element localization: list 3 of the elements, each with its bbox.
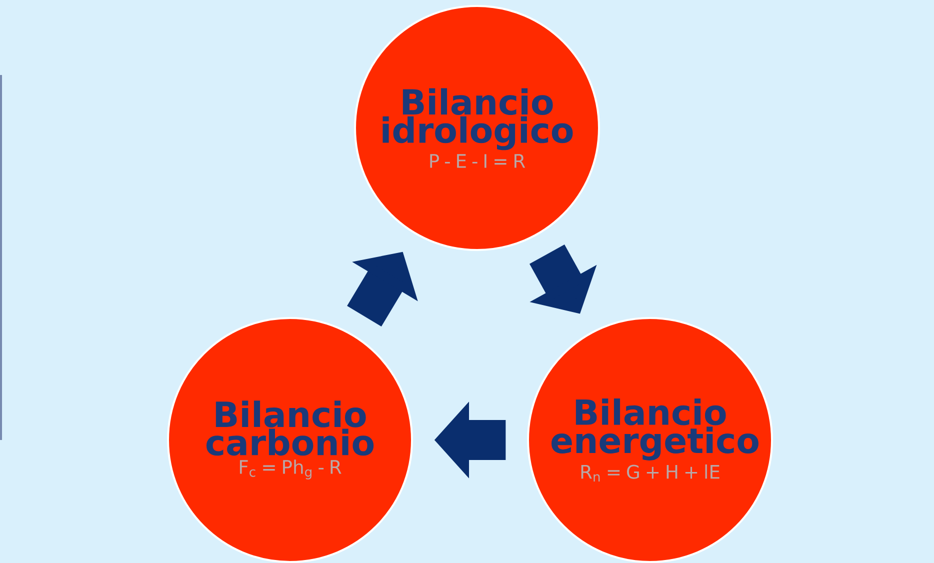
circle-node: Bilancio carbonio F$_{c}$ = Ph$_{g}$ - R	[167, 317, 413, 563]
circle-node: Bilancio energetico R$_{n}$ = G + H + lE	[527, 317, 773, 563]
circle-node: Bilancio idrologico P - E - I = R	[354, 5, 600, 251]
